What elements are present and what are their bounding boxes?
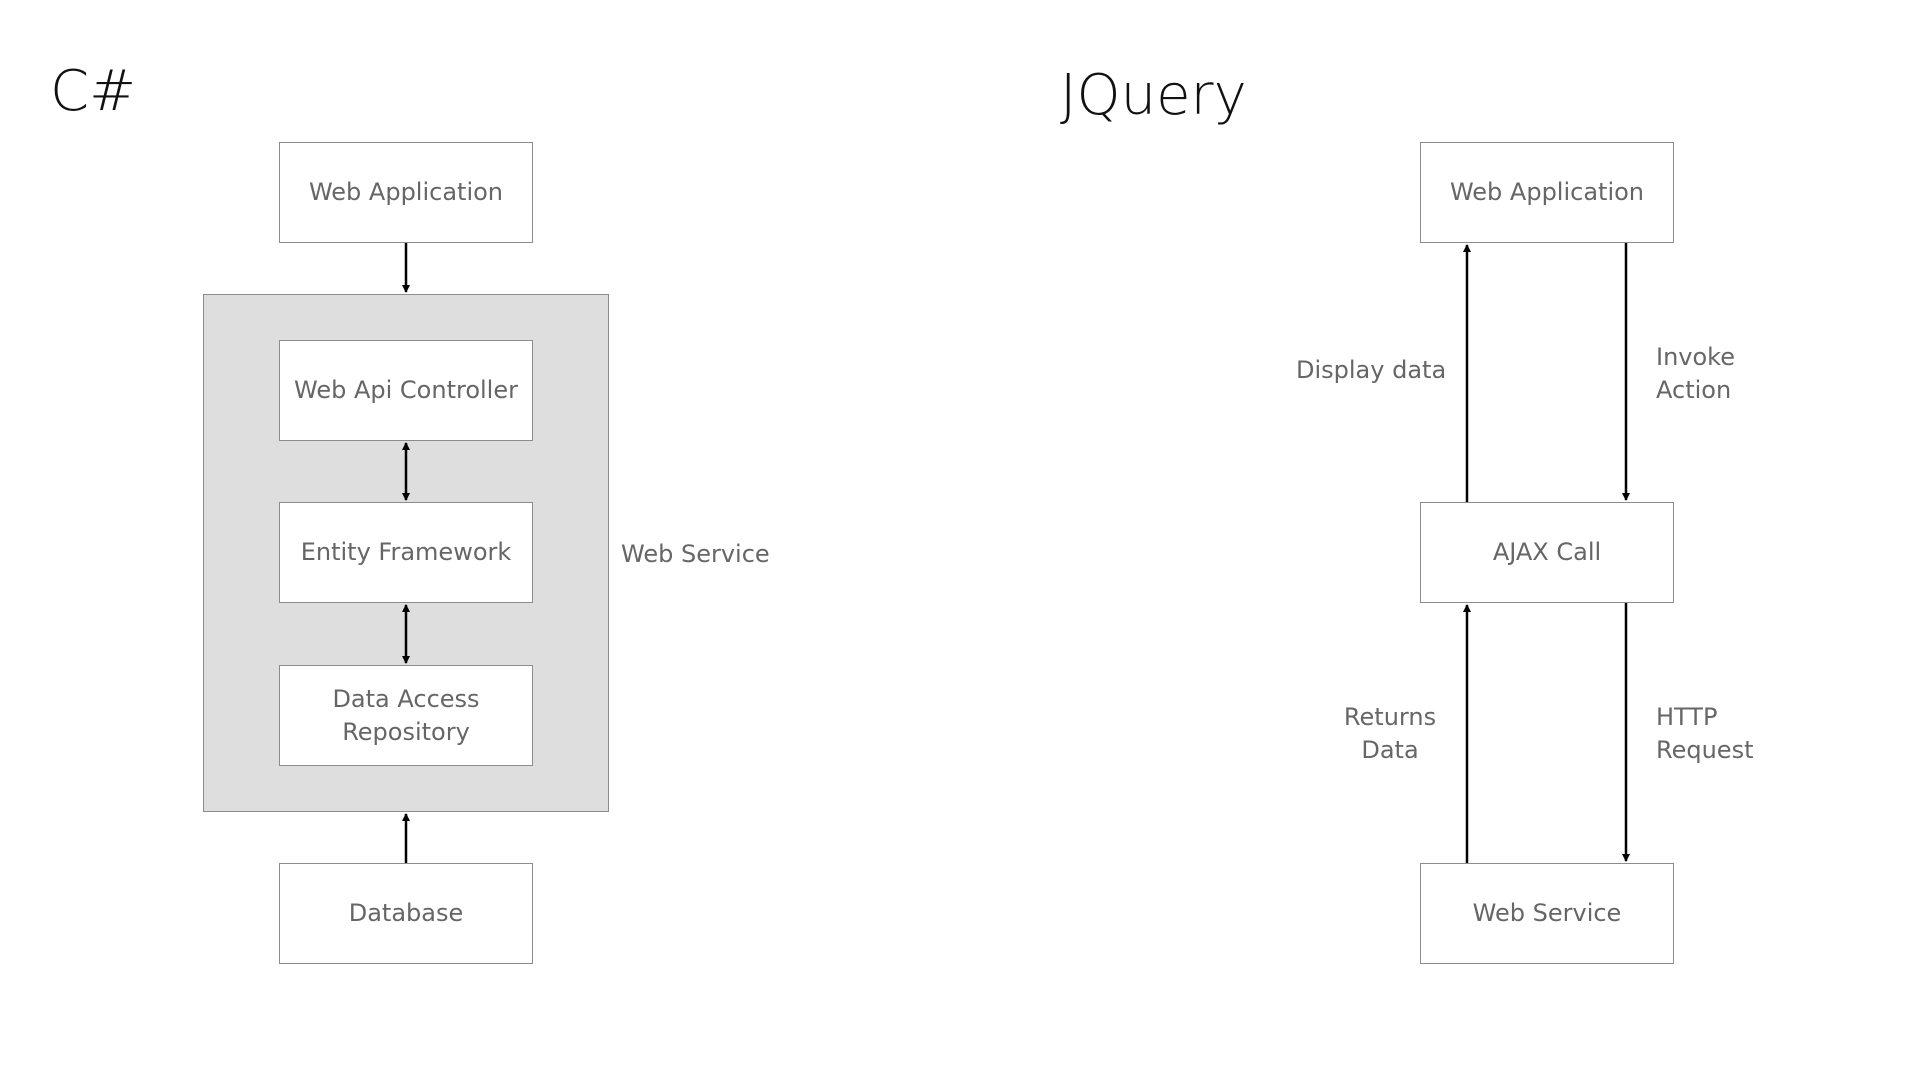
entity-framework-label: Entity Framework xyxy=(300,538,512,566)
csharp-database-label: Database xyxy=(348,899,464,927)
web-service-group-label: Web Service xyxy=(621,540,770,568)
jquery-heading: JQuery xyxy=(1060,63,1247,128)
display-data-label: Display data xyxy=(1296,356,1447,384)
jquery-web-application-label: Web Application xyxy=(1449,178,1645,206)
web-api-controller-label: Web Api Controller xyxy=(294,376,518,404)
returns-data-label: Returns Data xyxy=(1343,703,1437,764)
data-access-repository-label: Data Access Repository xyxy=(332,684,480,746)
ajax-call-box: AJAX Call xyxy=(1420,502,1674,603)
ajax-call-label: AJAX Call xyxy=(1492,538,1602,566)
web-api-controller-box: Web Api Controller xyxy=(279,340,533,441)
csharp-web-application-label: Web Application xyxy=(308,178,504,206)
invoke-action-label: Invoke Action xyxy=(1656,343,1735,404)
http-request-label: HTTP Request xyxy=(1656,703,1754,764)
jquery-web-service-label: Web Service xyxy=(1472,899,1622,927)
csharp-database-box: Database xyxy=(279,863,533,964)
entity-framework-box: Entity Framework xyxy=(279,502,533,603)
csharp-heading: C# xyxy=(50,59,137,124)
jquery-web-service-box: Web Service xyxy=(1420,863,1674,964)
jquery-web-application-box: Web Application xyxy=(1420,142,1674,243)
csharp-web-application-box: Web Application xyxy=(279,142,533,243)
data-access-repository-box: Data Access Repository xyxy=(279,665,533,766)
